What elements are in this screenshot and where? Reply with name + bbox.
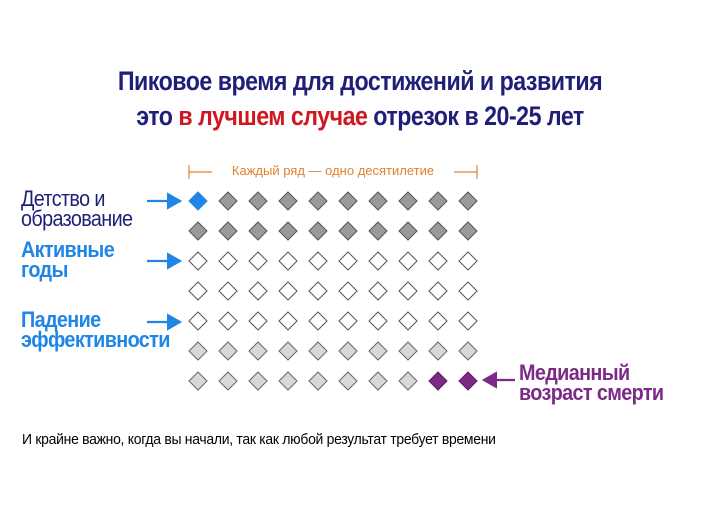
grid-cell-decline: [278, 371, 298, 391]
grid-cell-active: [218, 281, 238, 301]
grid-cell-death: [458, 371, 478, 391]
grid-cell-decline: [368, 371, 388, 391]
grid-cell-decline: [248, 371, 268, 391]
title-highlight: в лучшем случае: [178, 101, 368, 131]
grid-cell-active: [338, 281, 358, 301]
grid-cell-childhood: [248, 221, 268, 241]
grid-cell-decline: [188, 341, 208, 361]
grid-cell-childhood: [308, 221, 328, 241]
grid-cell-active: [458, 311, 478, 331]
grid-cell-active: [368, 281, 388, 301]
grid-cell-childhood: [338, 191, 358, 211]
grid-cell-decline: [218, 371, 238, 391]
grid-cell-active: [428, 251, 448, 271]
grid-cell-childhood: [278, 191, 298, 211]
grid-cell-active: [248, 251, 268, 271]
grid-cell-childhood: [218, 191, 238, 211]
grid-cell-childhood: [338, 221, 358, 241]
grid-cell-decline: [278, 341, 298, 361]
caption-bracket-icon: [188, 165, 478, 179]
grid-cell-decline: [398, 341, 418, 361]
grid-cell-decline: [338, 341, 358, 361]
title-line-1: Пиковое время для достижений и развития: [117, 66, 603, 96]
decade-caption: Каждый ряд — одно десятилетие: [188, 161, 478, 183]
grid-cell-active: [248, 311, 268, 331]
grid-cell-childhood: [368, 221, 388, 241]
grid-cell-decline: [308, 341, 328, 361]
grid-cell-childhood: [368, 191, 388, 211]
footer-note: И крайне важно, когда вы начали, так как…: [22, 431, 496, 448]
grid-cell-active: [308, 311, 328, 331]
caption-text: Каждый ряд — одно десятилетие: [188, 163, 478, 178]
grid-cell-active: [428, 311, 448, 331]
grid-cell-active: [368, 311, 388, 331]
grid-cell-active: [218, 251, 238, 271]
grid-cell-decline: [248, 341, 268, 361]
grid-cell-childhood: [458, 191, 478, 211]
grid-cell-active: [308, 281, 328, 301]
grid-cell-active: [308, 251, 328, 271]
grid-cell-active: [218, 311, 238, 331]
grid-cell-childhood: [188, 221, 208, 241]
grid-cell-decline: [218, 341, 238, 361]
grid-cell-decline: [458, 341, 478, 361]
label-childhood: Детство и образование: [21, 186, 133, 231]
grid-cell-childhood: [248, 191, 268, 211]
title-line-2-post: отрезок в 20-25 лет: [367, 101, 584, 131]
grid-cell-active: [248, 281, 268, 301]
grid-cell-decline: [338, 371, 358, 391]
grid-cell-decline: [398, 371, 418, 391]
grid-cell-childhood: [398, 191, 418, 211]
grid-cell-active: [278, 251, 298, 271]
grid-cell-active: [398, 311, 418, 331]
grid-cell-active: [398, 281, 418, 301]
grid-cell-active: [368, 251, 388, 271]
grid-cell-childhood: [428, 221, 448, 241]
grid-cell-active: [188, 251, 208, 271]
grid-cell-decline: [188, 371, 208, 391]
grid-cell-active: [278, 311, 298, 331]
label-decline: Падение эффективности: [21, 307, 170, 352]
grid-cell-active: [428, 281, 448, 301]
grid-cell-active: [188, 281, 208, 301]
grid-cell-death: [428, 371, 448, 391]
grid-cell-active: [398, 251, 418, 271]
grid-cell-active: [338, 311, 358, 331]
label-active-years: Активные годы: [21, 237, 115, 282]
grid-cell-childhood: [398, 221, 418, 241]
grid-cell-childhood: [308, 191, 328, 211]
grid-cell-decline: [428, 341, 448, 361]
grid-cell-active: [278, 281, 298, 301]
grid-cell-decline: [308, 371, 328, 391]
label-median-death-age: Медианный возраст смерти: [519, 360, 664, 405]
grid-cell-childhood: [458, 221, 478, 241]
grid-cell-childhood: [428, 191, 448, 211]
grid-cell-active: [458, 251, 478, 271]
grid-cell-active: [188, 311, 208, 331]
grid-cell-childhood: [218, 221, 238, 241]
grid-cell-active: [458, 281, 478, 301]
grid-cell-decline: [368, 341, 388, 361]
title-line-2-pre: это: [136, 101, 179, 131]
grid-cell-current: [188, 191, 208, 211]
title-line-2: это в лучшем случае отрезок в 20-25 лет: [50, 99, 669, 133]
grid-cell-active: [338, 251, 358, 271]
grid-cell-childhood: [278, 221, 298, 241]
